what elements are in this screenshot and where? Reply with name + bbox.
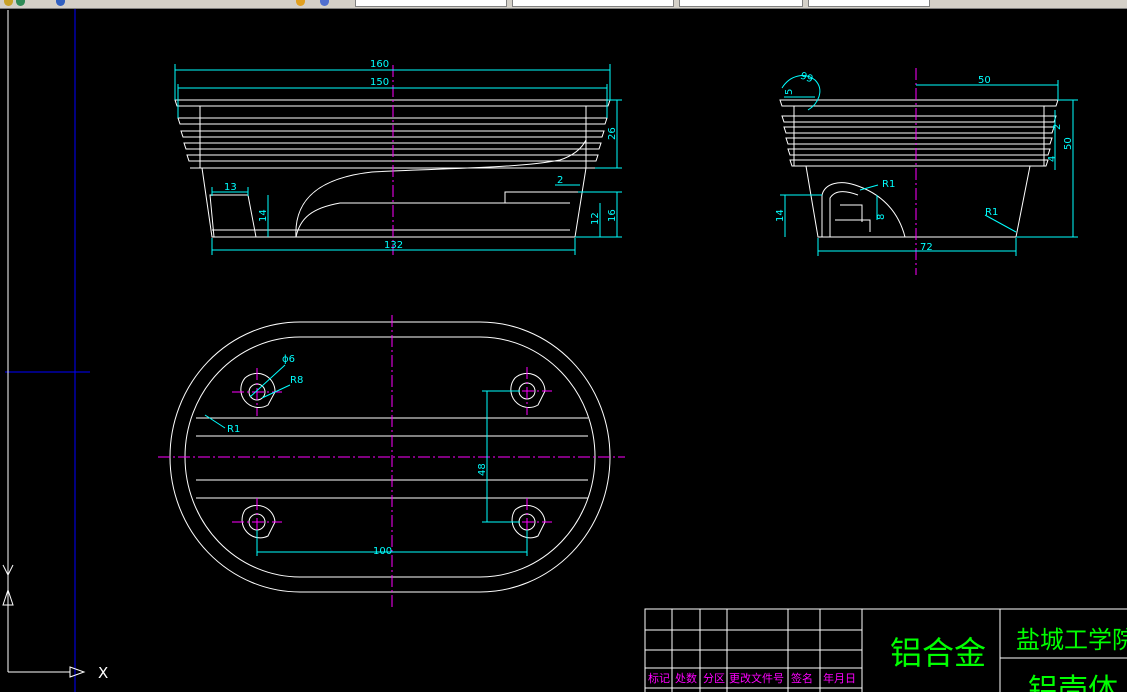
help-icon[interactable]: [56, 0, 65, 6]
dim-14: 14: [258, 209, 269, 222]
dim-50-height: 50: [1063, 137, 1074, 150]
header-change-doc: 更改文件号: [729, 671, 784, 685]
dim-4: 4: [1047, 156, 1058, 162]
dim-2-side: 2: [1052, 124, 1063, 130]
drawing-canvas[interactable]: X: [0, 9, 1127, 692]
material-label: 铝合金: [890, 634, 986, 672]
crosshair: [5, 9, 90, 692]
part-name-label: 铝壳体: [1028, 673, 1118, 692]
toolbar: [0, 0, 1127, 9]
dim-r1-a: R1: [882, 179, 895, 190]
side-view: 99 5 50 2 50 4 R1 R1 14 8 72: [775, 68, 1078, 275]
dim-99: 99: [799, 71, 815, 86]
dim-r8: R8: [290, 375, 303, 386]
school-label: 盐城工学院: [1016, 626, 1127, 654]
header-zone: 分区: [703, 672, 725, 685]
dim-8: 8: [876, 214, 887, 220]
dim-5: 5: [784, 89, 795, 95]
dim-72: 72: [920, 242, 933, 253]
dim-2: 2: [557, 175, 563, 186]
dim-16: 16: [607, 209, 618, 222]
lineweight-dropdown[interactable]: [808, 0, 930, 7]
layer-icon[interactable]: [4, 0, 13, 6]
front-view: 160 150 26 2 16 12 13 14 132: [174, 59, 622, 255]
title-block: 标记 处数 分区 更改文件号 签名 年月日 铝合金 盐城工学院 铝壳体: [644, 608, 1127, 692]
dim-150: 150: [370, 77, 389, 88]
toggle-icon[interactable]: [320, 0, 329, 6]
dim-phi6: ϕ6: [282, 354, 295, 365]
ucs-x-label: X: [98, 664, 108, 682]
dim-100: 100: [373, 546, 392, 557]
dim-14-side: 14: [775, 209, 786, 222]
dim-160: 160: [370, 59, 389, 70]
linetype-dropdown[interactable]: [679, 0, 803, 7]
header-mark: 标记: [648, 671, 670, 685]
match-icon[interactable]: [296, 0, 305, 6]
header-sign: 签名: [791, 671, 813, 685]
dim-26: 26: [607, 127, 618, 140]
ucs-icon: [2, 10, 86, 678]
layer-dropdown[interactable]: [355, 0, 507, 7]
dim-r1-top: R1: [227, 424, 240, 435]
header-date: 年月日: [823, 671, 856, 685]
dim-r1-b: R1: [985, 207, 998, 218]
dim-50-width: 50: [978, 75, 991, 86]
properties-icon[interactable]: [16, 0, 25, 6]
dim-48: 48: [477, 463, 488, 476]
dim-13: 13: [224, 182, 237, 193]
color-dropdown[interactable]: [512, 0, 674, 7]
dim-132: 132: [384, 240, 403, 251]
dim-12: 12: [590, 212, 601, 225]
top-view: ϕ6 R8 R1 48 100: [158, 315, 625, 608]
header-count: 处数: [675, 672, 697, 685]
